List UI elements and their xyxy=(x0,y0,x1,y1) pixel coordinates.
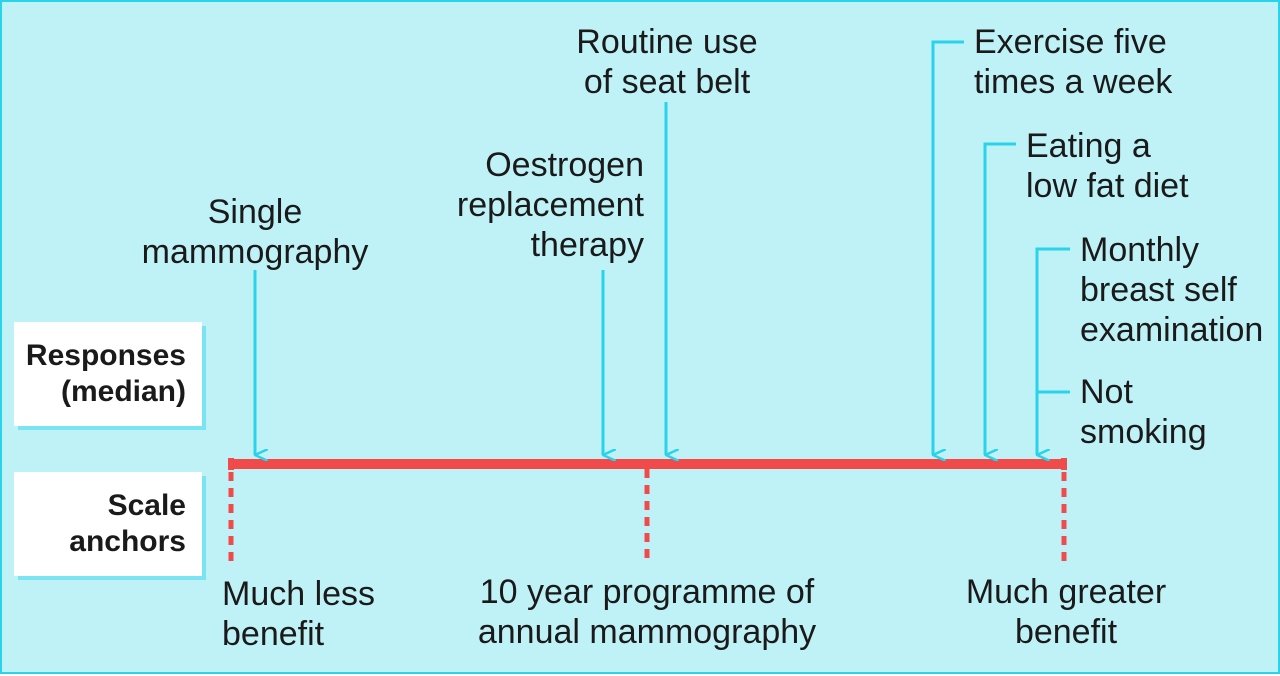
anchor-label-line: 10 year programme of xyxy=(479,573,815,611)
response-label-line: Oestrogen xyxy=(485,146,644,184)
response-label-line: Single xyxy=(207,193,303,231)
response-oestrogen: Oestrogen replacement therapy xyxy=(412,145,644,265)
response-label-line: mammography xyxy=(141,233,369,271)
arrow-low-fat xyxy=(983,142,1016,455)
response-single-mammography: Single mammography xyxy=(135,192,375,272)
anchors-label-line-1: Scale xyxy=(107,489,186,522)
response-seat-belt: Routine use of seat belt xyxy=(547,22,787,102)
response-label-line: examination xyxy=(1080,311,1264,349)
anchor-label-line: benefit xyxy=(222,615,325,653)
responses-label-line-2: (median) xyxy=(60,375,186,408)
anchor-greater: Much greater benefit xyxy=(944,572,1188,652)
response-not-smoking: Not smoking xyxy=(1080,372,1260,452)
anchors-label-line-2: anchors xyxy=(69,525,186,558)
arrow-exercise xyxy=(931,40,964,455)
anchor-label-line: Much less xyxy=(222,575,376,613)
response-label-line: low fat diet xyxy=(1026,167,1189,205)
response-label-line: times a week xyxy=(974,63,1173,101)
response-label-line: of seat belt xyxy=(583,63,751,101)
response-label-line: Eating a xyxy=(1026,127,1151,165)
anchor-label-line: annual mammography xyxy=(477,613,817,651)
response-label-line: Monthly xyxy=(1080,231,1200,269)
anchors-row-label: Scale anchors xyxy=(14,472,202,576)
response-exercise: Exercise five times a week xyxy=(974,22,1214,102)
response-label-line: therapy xyxy=(530,226,644,264)
response-label-line: replacement xyxy=(456,186,644,224)
response-label-line: Not xyxy=(1080,373,1133,411)
responses-label-line-1: Responses xyxy=(25,339,186,372)
arrow-self-exam xyxy=(1035,247,1070,455)
anchor-less: Much less benefit xyxy=(222,574,442,654)
responses-row-label: Responses (median) xyxy=(14,322,202,426)
response-label-line: Exercise five xyxy=(974,23,1167,61)
response-low-fat: Eating a low fat diet xyxy=(1026,126,1246,206)
response-label-line: Routine use xyxy=(576,23,758,61)
response-label-line: breast self xyxy=(1080,271,1237,309)
anchor-label-line: benefit xyxy=(1014,613,1118,651)
response-label-line: smoking xyxy=(1080,413,1207,451)
anchor-mid: 10 year programme of annual mammography xyxy=(447,572,847,652)
response-self-exam: Monthly breast self examination xyxy=(1080,230,1276,350)
anchor-label-line: Much greater xyxy=(965,573,1167,611)
